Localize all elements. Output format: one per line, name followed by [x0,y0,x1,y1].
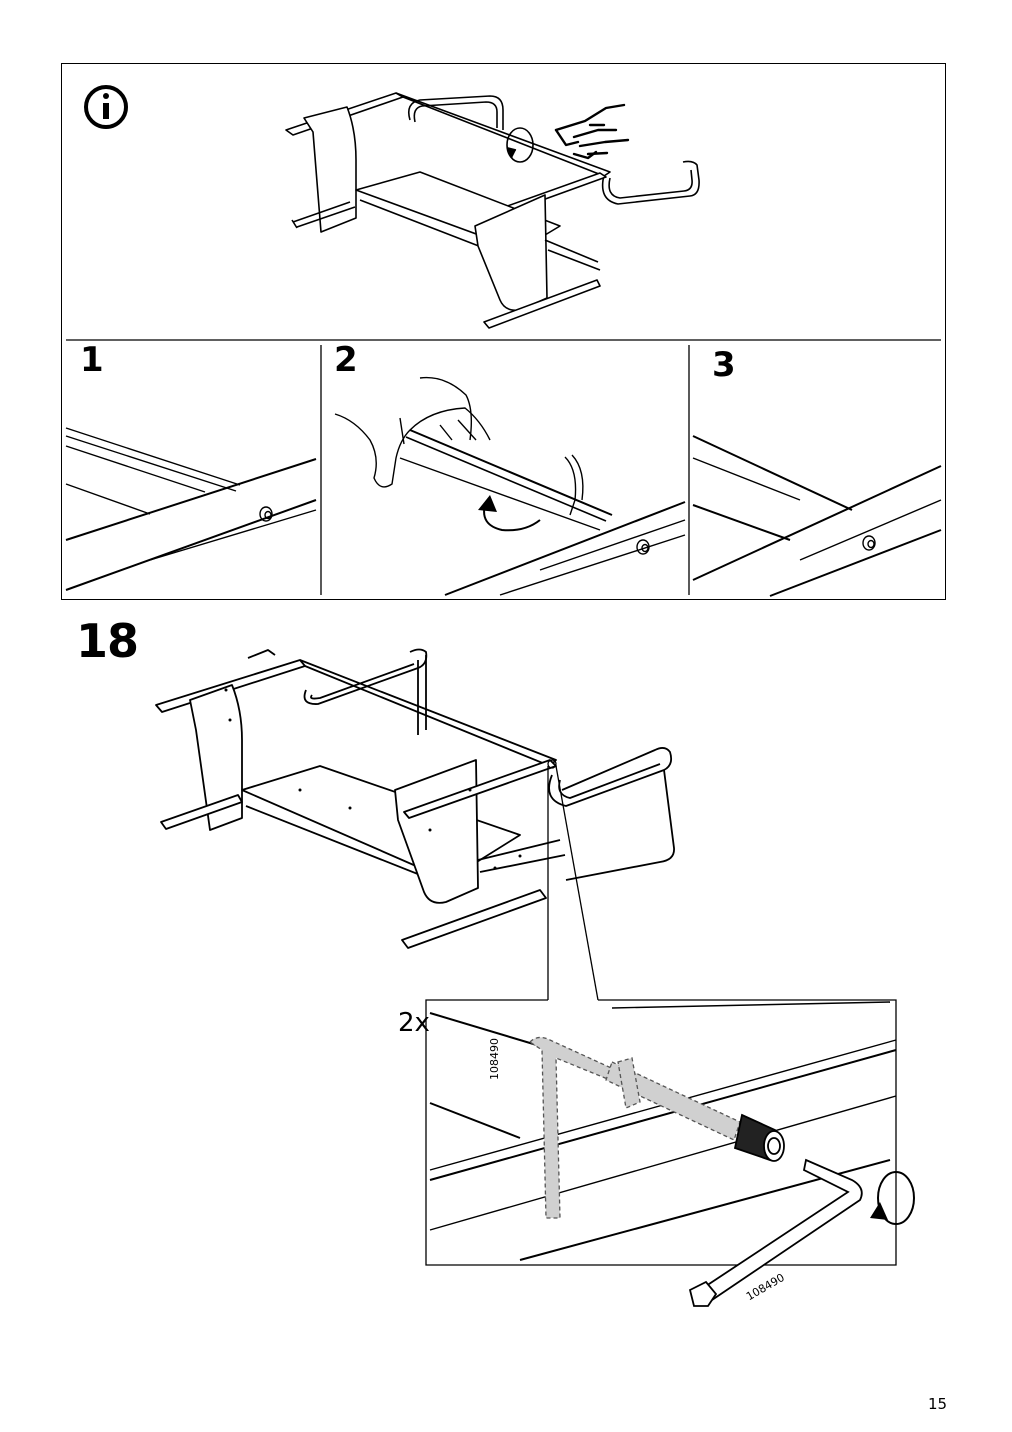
info-panel [61,63,946,600]
quantity-label: 2x [398,1008,430,1038]
substep-label-2: 2 [334,340,358,380]
page-number: 15 [928,1395,948,1413]
substep-label-1: 1 [80,340,104,380]
step-number: 18 [76,614,139,668]
substep-label-3: 3 [712,345,736,385]
ghost-part-number: 108490 [488,1038,501,1080]
